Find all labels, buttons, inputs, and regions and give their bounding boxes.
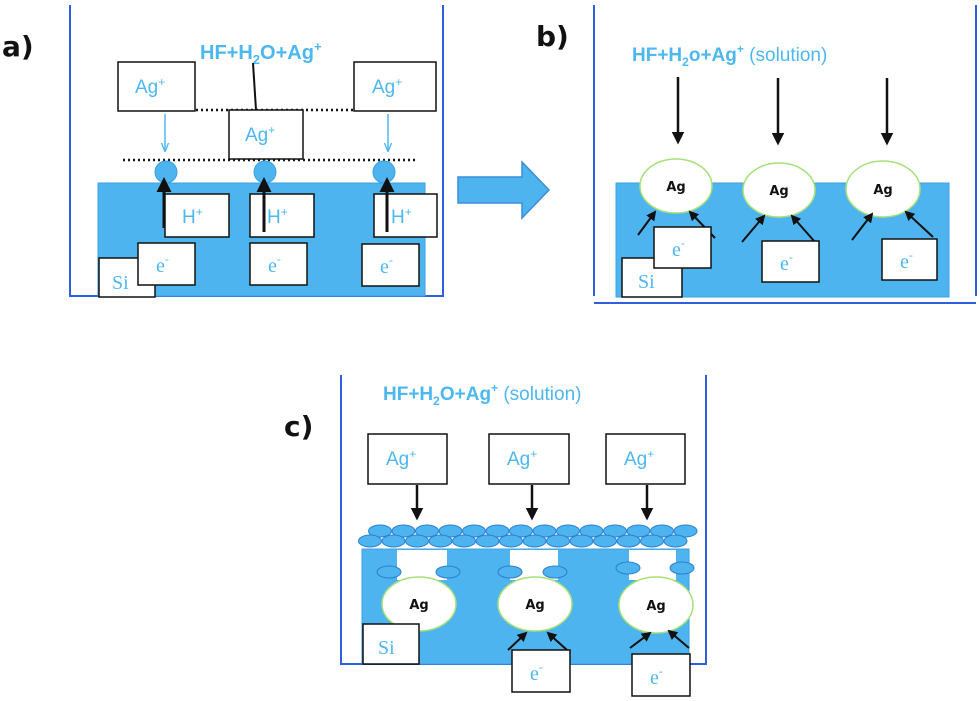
svg-text:e-: e- xyxy=(380,253,393,278)
electron-box: e- xyxy=(881,238,938,281)
svg-text:Si: Si xyxy=(378,637,395,659)
right-arrow-icon xyxy=(457,160,551,220)
ag-ion-particle xyxy=(452,534,476,548)
electron-box: e- xyxy=(631,653,691,697)
svg-text:Ag: Ag xyxy=(769,184,788,199)
arrow-diagonal xyxy=(629,631,652,649)
svg-text:e-: e- xyxy=(268,252,281,277)
ag-particle: Ag xyxy=(618,576,694,634)
ag-ion-box: Ag+ xyxy=(367,433,448,485)
ag-ion-particle xyxy=(593,534,617,548)
ag-ion-box: Ag+ xyxy=(117,61,196,112)
ag-ion-particle xyxy=(475,534,500,548)
svg-text:e-: e- xyxy=(780,250,793,275)
svg-text:e-: e- xyxy=(530,660,543,685)
h-ion-box: H+ xyxy=(164,193,230,238)
ag-ion-particle xyxy=(522,534,547,548)
ag-nucleus xyxy=(372,160,396,184)
ag-particle: Ag xyxy=(497,576,573,632)
svg-text:Ag: Ag xyxy=(525,598,544,613)
svg-text:Si: Si xyxy=(112,272,129,294)
panel-a: a) HF+H2O+Ag+ Ag+ Ag+ Ag+ xyxy=(2,5,444,298)
ag-nucleus xyxy=(154,160,178,184)
svg-text:e-: e- xyxy=(650,664,663,689)
ag-particle: Ag xyxy=(742,162,816,218)
ag-ion-particle xyxy=(663,534,688,548)
svg-text:Ag+: Ag+ xyxy=(372,75,402,98)
ag-ion-layer xyxy=(358,524,698,548)
arrow-diagonal xyxy=(507,631,528,651)
electron-box: e- xyxy=(653,226,712,269)
electron-box: e- xyxy=(137,242,196,286)
ag-particle: Ag xyxy=(639,158,713,214)
svg-text:Ag: Ag xyxy=(409,598,428,613)
ag-particle: Ag xyxy=(381,576,457,632)
electron-box: e- xyxy=(761,240,820,283)
svg-text:Ag: Ag xyxy=(873,183,892,198)
side-particles xyxy=(376,561,695,579)
arrow-diagonal xyxy=(741,214,766,243)
solution-label: HF+H2o+Ag+ (solution) xyxy=(632,42,827,69)
ag-ion-box: Ag+ xyxy=(605,433,686,485)
ag-ion-particle xyxy=(546,534,570,548)
ag-ion-particle xyxy=(673,524,698,538)
svg-text:Ag+: Ag+ xyxy=(624,447,654,470)
svg-text:H+: H+ xyxy=(267,205,288,228)
arrow-diagonal xyxy=(637,210,657,236)
h-ion-box: H+ xyxy=(249,193,315,238)
svg-text:H+: H+ xyxy=(391,205,412,228)
svg-text:Ag: Ag xyxy=(666,180,685,195)
ag-ion-box: Ag+ xyxy=(228,109,304,160)
ag-nucleus xyxy=(253,160,277,184)
electron-box: e- xyxy=(361,243,420,287)
ag-ion-particle xyxy=(616,534,641,548)
arrow-diagonal xyxy=(667,629,690,649)
si-box: Si xyxy=(362,623,420,665)
panel-label-c: c) xyxy=(284,410,313,443)
h-ion-box: H+ xyxy=(373,193,438,238)
ag-ion-particle xyxy=(499,534,523,548)
ag-ion-particle xyxy=(358,534,382,548)
electron-box: e- xyxy=(249,242,308,286)
ag-ion-particle xyxy=(428,534,453,548)
panel-label-a: a) xyxy=(2,30,34,63)
solution-label: HF+H2O+Ag+ xyxy=(200,39,322,67)
svg-text:Ag+: Ag+ xyxy=(135,75,165,98)
ag-ion-particle xyxy=(381,534,406,548)
arrow-diagonal xyxy=(851,212,874,241)
svg-text:Ag+: Ag+ xyxy=(386,447,416,470)
svg-text:Ag: Ag xyxy=(646,599,665,614)
panel-c: c) HF+H2O+Ag+ (solution) Ag+ Ag+ Ag+ xyxy=(284,375,707,697)
electron-box: e- xyxy=(511,649,571,693)
svg-text:H+: H+ xyxy=(182,205,203,228)
panel-label-b: b) xyxy=(536,20,569,53)
svg-text:Ag+: Ag+ xyxy=(245,123,275,146)
svg-text:e-: e- xyxy=(672,236,685,261)
panel-b: b) HF+H2o+Ag+ (solution) Ag Ag Ag xyxy=(536,5,977,304)
ag-ion-particle xyxy=(405,534,429,548)
ag-particle: Ag xyxy=(845,160,921,218)
ag-ion-particle xyxy=(640,534,664,548)
arrow-diagonal xyxy=(904,210,934,238)
solution-label: HF+H2O+Ag+ (solution) xyxy=(383,381,581,408)
arrow-diagonal xyxy=(790,214,816,243)
connector-line xyxy=(252,62,257,111)
ag-ion-particle xyxy=(569,534,594,548)
svg-text:Ag+: Ag+ xyxy=(507,447,537,470)
svg-text:Si: Si xyxy=(638,271,655,293)
svg-text:e-: e- xyxy=(900,248,913,273)
svg-text:e-: e- xyxy=(156,252,169,277)
arrow-diagonal xyxy=(546,631,568,651)
ag-ion-box: Ag+ xyxy=(353,61,437,112)
ag-ion-box: Ag+ xyxy=(488,433,570,485)
